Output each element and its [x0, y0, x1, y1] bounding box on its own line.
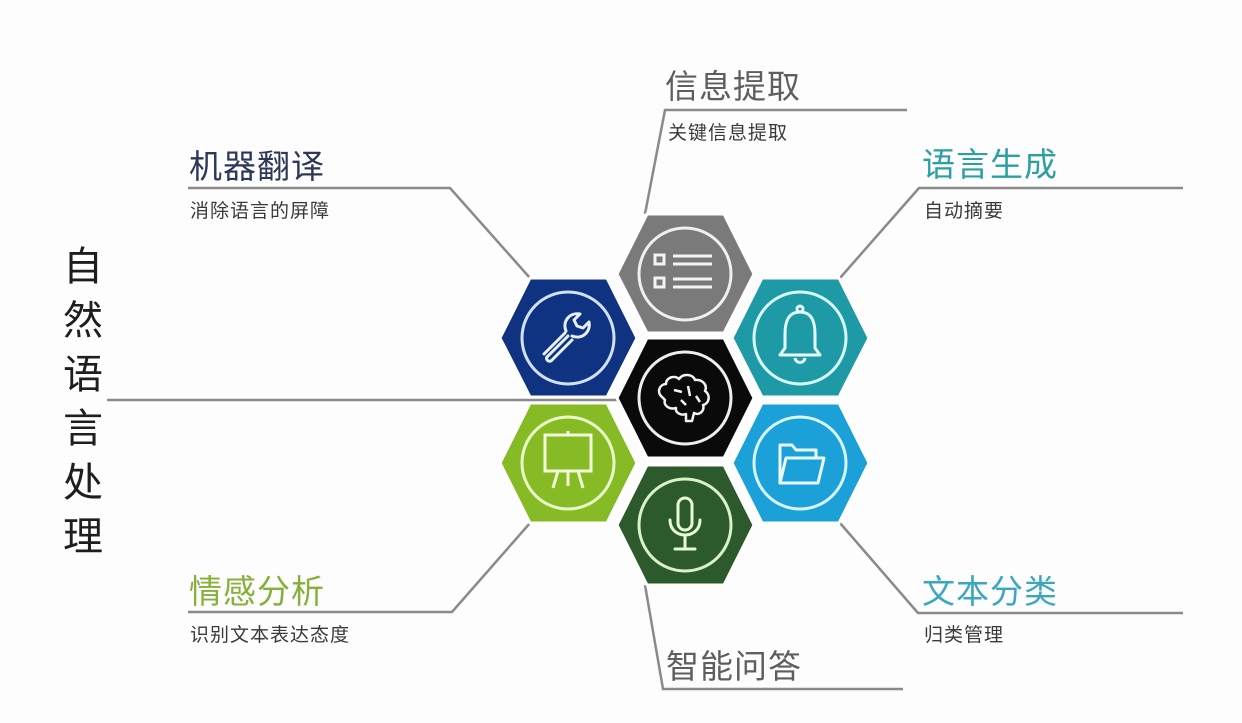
machine-translation-subtitle: 消除语言的屏障: [190, 200, 331, 222]
line-machine-translation: [188, 186, 531, 279]
sentiment-analysis-subtitle: 识别文本表达态度: [190, 624, 351, 646]
question-answering-title: 智能问答: [666, 647, 802, 686]
line-question-answering: [643, 584, 903, 691]
main-title-vertical: 自 然 语 言 处 理: [58, 240, 108, 564]
language-generation-title: 语言生成: [922, 145, 1058, 184]
line-sentiment-analysis: [188, 522, 531, 614]
hex-sentiment-analysis: [498, 401, 639, 525]
line-text-classification: [839, 522, 1183, 615]
hex-question-answering: [615, 463, 756, 587]
hex-center: [615, 336, 756, 460]
title-char: 处: [63, 460, 103, 506]
title-char: 语: [63, 352, 103, 398]
hex-text-classification: [730, 401, 871, 525]
hex-machine-translation: [498, 276, 639, 399]
microphone-icon: [668, 496, 702, 551]
hex-language-generation: [730, 276, 871, 399]
line-language-generation: [839, 186, 1183, 279]
line-info-extraction: [643, 108, 907, 215]
sentiment-analysis-title: 情感分析: [189, 572, 325, 611]
connector-lines: [107, 108, 1183, 691]
bell-icon: [778, 304, 822, 364]
hex-info-extraction: [615, 212, 756, 335]
title-char: 理: [63, 514, 103, 560]
info-extraction-subtitle: 关键信息提取: [668, 122, 789, 144]
brain-icon: [657, 373, 710, 423]
info-extraction-title: 信息提取: [665, 67, 801, 106]
list-icon: [653, 253, 712, 289]
text-classification-title: 文本分类: [922, 572, 1058, 611]
title-char: 自: [63, 244, 103, 290]
machine-translation-title: 机器翻译: [189, 147, 325, 186]
language-generation-subtitle: 自动摘要: [924, 200, 1005, 222]
wrench-icon: [542, 312, 591, 363]
title-char: 言: [63, 406, 103, 452]
text-classification-subtitle: 归类管理: [924, 624, 1005, 646]
folder-icon: [778, 443, 826, 485]
title-char: 然: [63, 298, 103, 344]
easel-icon: [543, 431, 593, 489]
